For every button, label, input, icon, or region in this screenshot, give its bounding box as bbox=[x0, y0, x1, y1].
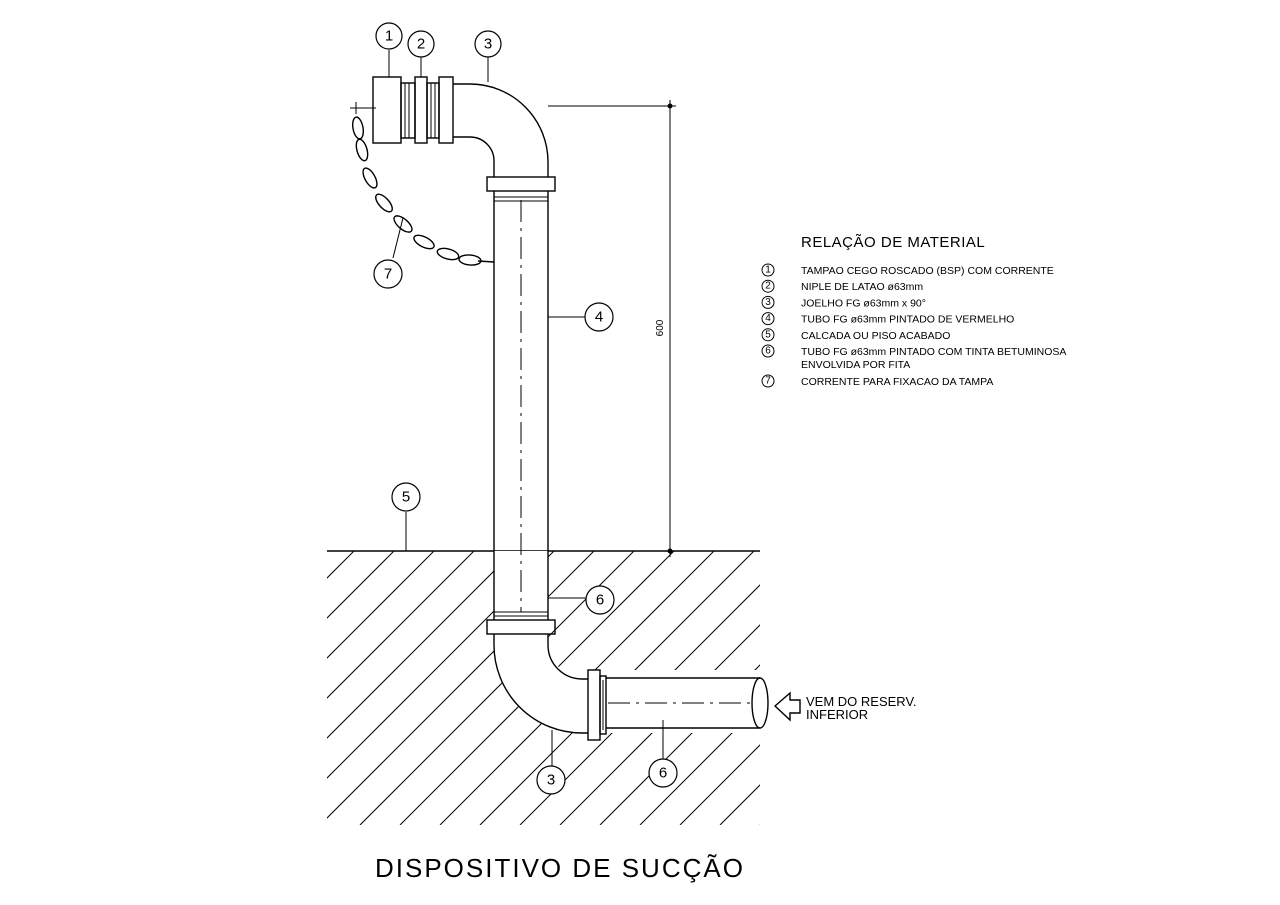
svg-text:3: 3 bbox=[484, 36, 492, 53]
callout-3-bottom: 3 bbox=[536, 765, 566, 795]
dimension-600: 600 bbox=[548, 100, 676, 557]
callout-5: 5 bbox=[391, 482, 421, 512]
drawing-title: DISPOSITIVO DE SUCÇÃO bbox=[375, 853, 745, 883]
svg-text:2: 2 bbox=[417, 36, 425, 53]
legend-item-text: TUBO FG ø63mm PINTADO DE VERMELHO bbox=[801, 314, 1014, 326]
material-legend: RELAÇÃO DE MATERIAL 1 TAMPAO CEGO ROSCADO… bbox=[761, 234, 1066, 388]
svg-text:6: 6 bbox=[596, 592, 604, 609]
legend-item-number: 6 bbox=[761, 344, 775, 358]
callout-1: 1 bbox=[375, 22, 403, 50]
legend-item-number: 5 bbox=[761, 328, 775, 342]
pipe-assembly bbox=[350, 76, 769, 741]
callout-7: 7 bbox=[373, 259, 403, 289]
legend-item: 6 TUBO FG ø63mm PINTADO COM TINTA BETUMIN… bbox=[761, 344, 1066, 371]
callout-4: 4 bbox=[584, 302, 614, 332]
dimension-label: 600 bbox=[655, 319, 666, 336]
chain-link bbox=[436, 247, 460, 261]
legend-item-text: CORRENTE PARA FIXACAO DA TAMPA bbox=[801, 376, 993, 388]
legend-item: 5 CALCADA OU PISO ACABADO bbox=[761, 328, 950, 342]
legend-item-text: TUBO FG ø63mm PINTADO COM TINTA BETUMINO… bbox=[801, 346, 1066, 358]
callout-6-horizontal: 6 bbox=[648, 758, 678, 788]
legend-heading: RELAÇÃO DE MATERIAL bbox=[801, 234, 985, 251]
top-elbow bbox=[453, 83, 549, 177]
legend-item-number: 2 bbox=[761, 279, 775, 293]
chain-link bbox=[375, 193, 393, 213]
legend-item-number: 4 bbox=[761, 312, 775, 326]
chain-link bbox=[393, 215, 413, 233]
svg-text:4: 4 bbox=[595, 309, 603, 326]
callout-6-vertical: 6 bbox=[585, 585, 615, 615]
svg-text:6: 6 bbox=[765, 346, 771, 357]
svg-text:3: 3 bbox=[765, 297, 771, 308]
fixing-chain bbox=[352, 116, 495, 266]
legend-item-number: 1 bbox=[761, 263, 775, 277]
legend-item-text: JOELHO FG ø63mm x 90° bbox=[801, 297, 926, 309]
bottom-coupling bbox=[486, 619, 556, 635]
chain-link bbox=[458, 254, 482, 266]
legend-item-text: TAMPAO CEGO ROSCADO (BSP) COM CORRENTE bbox=[801, 265, 1054, 277]
svg-text:7: 7 bbox=[384, 266, 392, 283]
svg-text:1: 1 bbox=[765, 265, 771, 276]
svg-text:5: 5 bbox=[765, 329, 771, 340]
legend-item: 4 TUBO FG ø63mm PINTADO DE VERMELHO bbox=[761, 312, 1014, 326]
callout-3-top: 3 bbox=[474, 30, 502, 58]
legend-item: 2 NIPLE DE LATAO ø63mm bbox=[761, 279, 923, 293]
legend-item-number: 7 bbox=[761, 374, 775, 388]
chain-link bbox=[413, 234, 435, 250]
inflow-label-line2: INFERIOR bbox=[806, 707, 868, 722]
svg-text:7: 7 bbox=[765, 376, 771, 387]
leader-lines bbox=[388, 50, 664, 766]
chain-attach bbox=[477, 260, 495, 263]
vertical-pipe bbox=[493, 191, 549, 620]
legend-item: 7 CORRENTE PARA FIXACAO DA TAMPA bbox=[761, 374, 993, 388]
legend-item-text: CALCADA OU PISO ACABADO bbox=[801, 330, 950, 342]
callout-2: 2 bbox=[407, 30, 435, 58]
chain-link bbox=[352, 116, 364, 140]
brass-nipple bbox=[400, 76, 454, 144]
svg-text:6: 6 bbox=[659, 765, 667, 782]
chain-link bbox=[355, 138, 369, 162]
chain-link bbox=[362, 167, 378, 189]
svg-text:5: 5 bbox=[402, 489, 410, 506]
legend-item-text: NIPLE DE LATAO ø63mm bbox=[801, 281, 923, 293]
legend-item-text: ENVOLVIDA POR FITA bbox=[801, 359, 910, 371]
bottom-elbow bbox=[493, 634, 588, 734]
legend-item: 1 TAMPAO CEGO ROSCADO (BSP) COM CORRENTE bbox=[761, 263, 1054, 277]
legend-item-number: 3 bbox=[761, 295, 775, 309]
svg-text:1: 1 bbox=[385, 28, 393, 45]
svg-text:2: 2 bbox=[765, 281, 771, 292]
top-coupling bbox=[486, 176, 556, 192]
horizontal-pipe bbox=[606, 677, 769, 729]
inflow-label-line1: VEM DO RESERV. bbox=[806, 694, 917, 709]
svg-text:3: 3 bbox=[547, 772, 555, 789]
flange bbox=[587, 669, 607, 741]
legend-item: 3 JOELHO FG ø63mm x 90° bbox=[761, 295, 926, 309]
svg-text:4: 4 bbox=[765, 313, 771, 324]
blind-cap bbox=[372, 76, 402, 144]
inflow-arrow: VEM DO RESERV. INFERIOR bbox=[773, 691, 917, 722]
